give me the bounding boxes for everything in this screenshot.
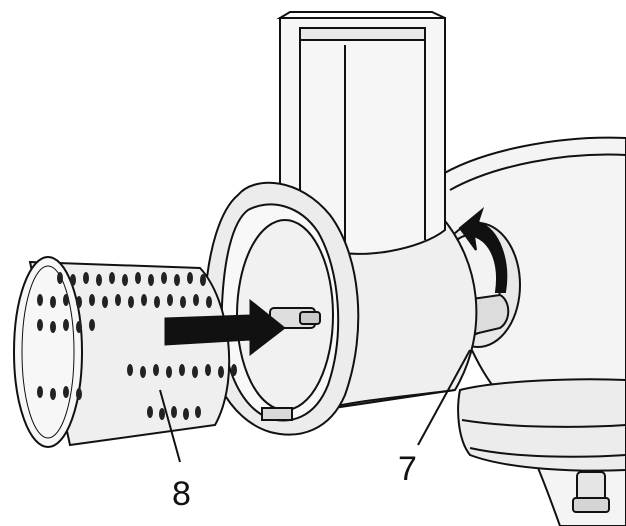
grater-hole: [171, 406, 177, 418]
grater-hole: [37, 319, 43, 331]
grater-hole: [115, 294, 121, 306]
grater-hole: [154, 296, 160, 308]
grater-hole: [63, 386, 69, 398]
grater-hole: [200, 274, 206, 286]
grater-hole: [148, 274, 154, 286]
grater-hole: [76, 321, 82, 333]
callout-8-label: 8: [172, 475, 191, 513]
leader-line-8: [159, 389, 181, 463]
grater-hole: [140, 366, 146, 378]
grater-hole: [102, 296, 108, 308]
grater-hole: [76, 388, 82, 400]
grater-hole: [127, 364, 133, 376]
grater-hole: [89, 294, 95, 306]
grater-hole: [147, 406, 153, 418]
grater-hole: [141, 294, 147, 306]
grater-hole: [218, 366, 224, 378]
grater-holes: [37, 272, 237, 420]
grater-hole: [96, 274, 102, 286]
grater-hole: [122, 274, 128, 286]
grater-hole: [166, 366, 172, 378]
grater-hole: [37, 294, 43, 306]
grater-hole: [193, 294, 199, 306]
grater-drum: [13, 256, 231, 448]
grater-hole: [174, 274, 180, 286]
grater-hole: [89, 319, 95, 331]
grater-hole: [180, 296, 186, 308]
grater-hole: [135, 272, 141, 284]
grater-hole: [83, 272, 89, 284]
grater-hole: [37, 386, 43, 398]
grater-hole: [205, 364, 211, 376]
grater-hole: [206, 296, 212, 308]
grater-hole: [63, 294, 69, 306]
grater-hole: [50, 296, 56, 308]
grater-hole: [63, 319, 69, 331]
grater-hole: [128, 296, 134, 308]
grater-hole: [57, 272, 63, 284]
grater-hole: [50, 321, 56, 333]
grater-hole: [109, 272, 115, 284]
grater-hole: [161, 272, 167, 284]
grater-hole: [153, 364, 159, 376]
grater-hole: [70, 274, 76, 286]
grater-hole: [231, 364, 237, 376]
grater-hole: [159, 408, 165, 420]
leader-line-7: [417, 349, 471, 446]
insert-arrow-icon: [164, 298, 286, 357]
grater-hole: [179, 364, 185, 376]
leader-lines: [159, 349, 471, 463]
callout-7-label: 7: [398, 450, 417, 488]
grater-hole: [192, 366, 198, 378]
grater-hole: [195, 406, 201, 418]
rotate-arrow-icon: [458, 207, 508, 293]
grater-hole: [167, 294, 173, 306]
grater-hole: [187, 272, 193, 284]
grater-hole: [183, 408, 189, 420]
grater-hole: [76, 296, 82, 308]
grater-hole: [50, 388, 56, 400]
